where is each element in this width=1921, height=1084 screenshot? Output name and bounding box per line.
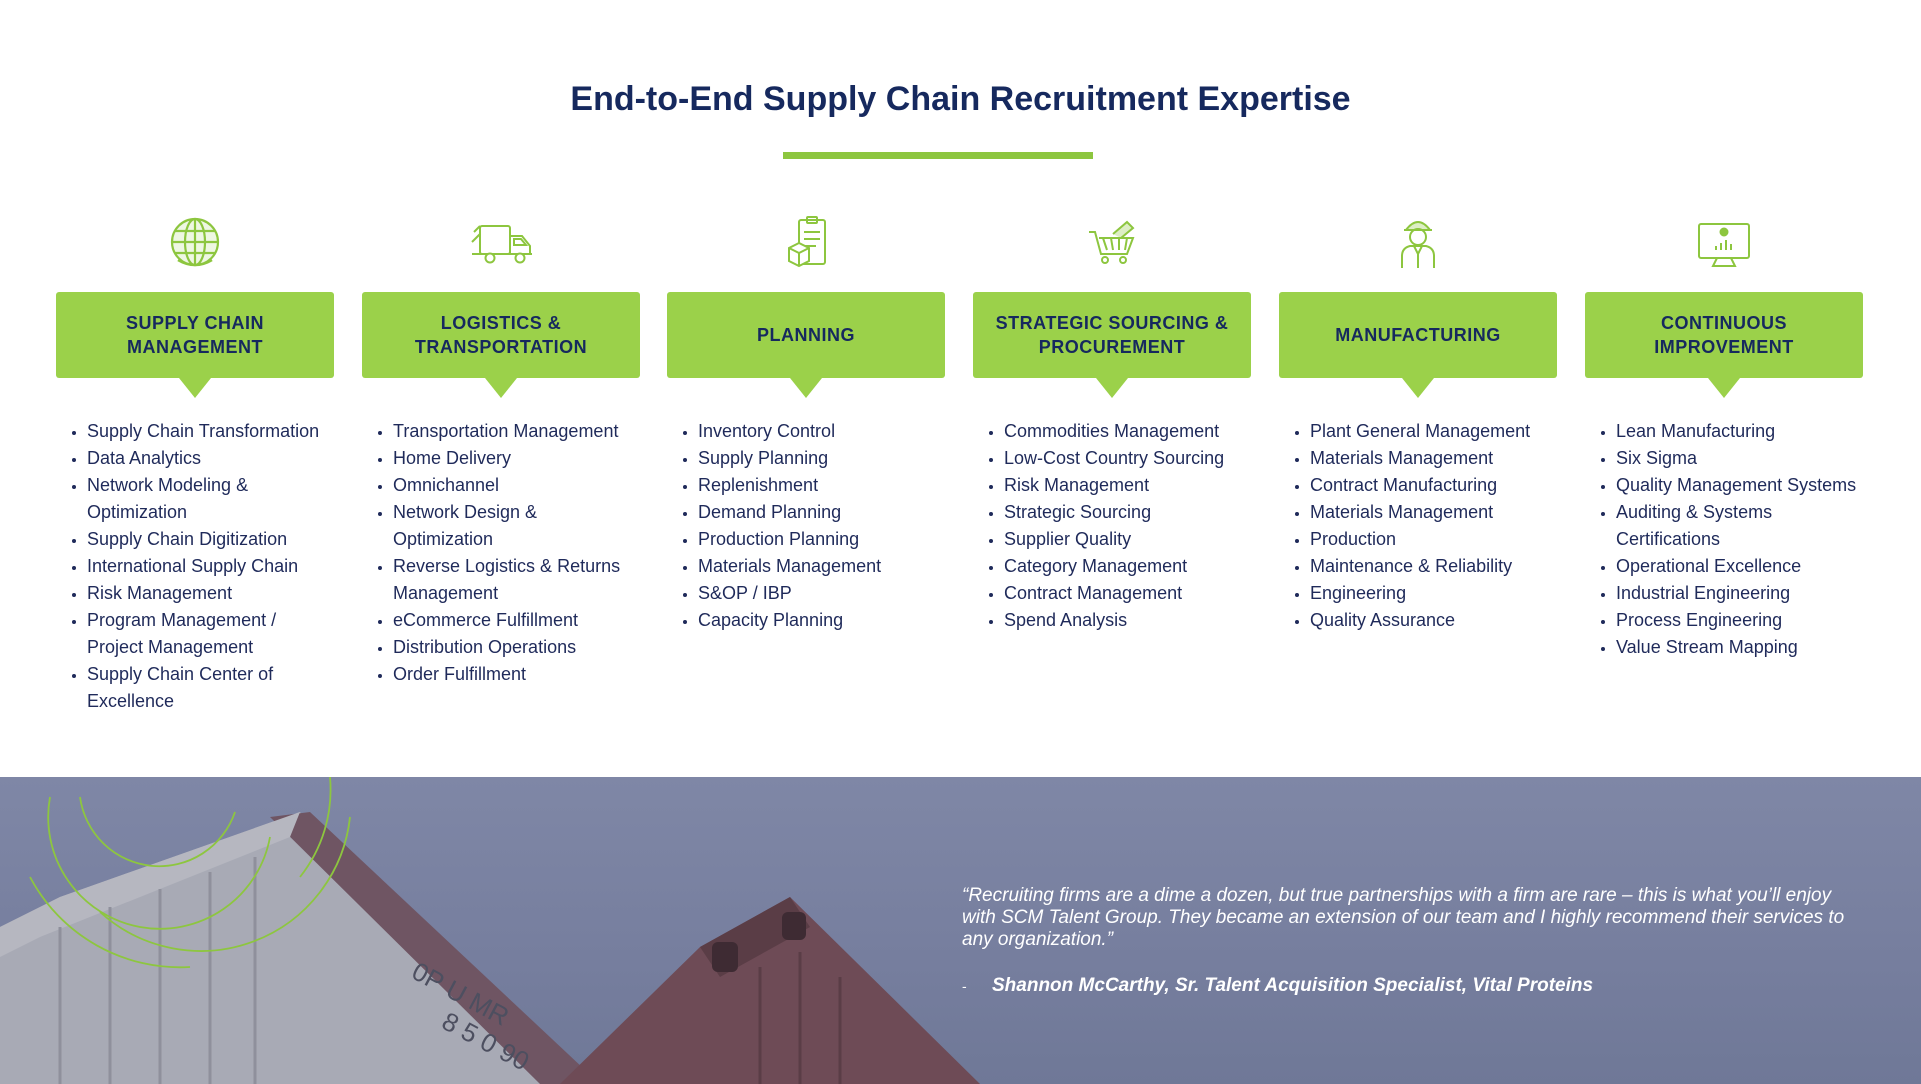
skill-list-manufacturing: Plant General Management Materials Manag… (1279, 418, 1557, 634)
expertise-column-manufacturing: MANUFACTURING Plant General Management M… (1279, 212, 1557, 634)
list-item: Plant General Management (1310, 418, 1557, 445)
list-item: Contract Manufacturing (1310, 472, 1557, 499)
list-item: Distribution Operations (393, 634, 640, 661)
author-dash: - (962, 978, 967, 994)
list-item: Value Stream Mapping (1616, 634, 1863, 661)
shopping-basket-icon (1077, 212, 1147, 272)
list-item: Production Planning (698, 526, 945, 553)
category-header-planning: PLANNING (667, 292, 945, 398)
title-underline (783, 152, 1093, 159)
list-item: Contract Management (1004, 580, 1251, 607)
list-item: Lean Manufacturing (1616, 418, 1863, 445)
list-item: Category Management (1004, 553, 1251, 580)
list-item: Quality Management Systems (1616, 472, 1863, 499)
list-item: Engineering (1310, 580, 1557, 607)
list-item: Home Delivery (393, 445, 640, 472)
list-item: Demand Planning (698, 499, 945, 526)
skill-list-logistics: Transportation Management Home Delivery … (362, 418, 640, 688)
expertise-column-improvement: CONTINUOUS IMPROVEMENT Lean Manufacturin… (1585, 212, 1863, 661)
list-item: Transportation Management (393, 418, 640, 445)
globe-icon (160, 212, 230, 272)
list-item: Quality Assurance (1310, 607, 1557, 634)
list-item: Risk Management (87, 580, 334, 607)
list-item: Replenishment (698, 472, 945, 499)
list-item: Spend Analysis (1004, 607, 1251, 634)
list-item: Production (1310, 526, 1557, 553)
list-item: Maintenance & Reliability (1310, 553, 1557, 580)
shipping-container-background-image: 0P U MR 8 5 0 90 (0, 777, 980, 1084)
list-item: Network Modeling & Optimization (87, 472, 334, 526)
list-item: Operational Excellence (1616, 553, 1863, 580)
list-item: Capacity Planning (698, 607, 945, 634)
list-item: Inventory Control (698, 418, 945, 445)
category-header-supply-chain: SUPPLY CHAIN MANAGEMENT (56, 292, 334, 398)
list-item: Order Fulfillment (393, 661, 640, 688)
skill-list-improvement: Lean Manufacturing Six Sigma Quality Man… (1585, 418, 1863, 661)
expertise-column-supply-chain: SUPPLY CHAIN MANAGEMENT Supply Chain Tra… (56, 212, 334, 715)
list-item: Supply Chain Digitization (87, 526, 334, 553)
author-name: Shannon McCarthy, Sr. Talent Acquisition… (992, 975, 1594, 996)
worker-icon (1383, 212, 1453, 272)
testimonial-author: - Shannon McCarthy, Sr. Talent Acquisitio… (962, 975, 1862, 997)
category-header-logistics: LOGISTICS & TRANSPORTATION (362, 292, 640, 398)
list-item: Strategic Sourcing (1004, 499, 1251, 526)
list-item: Supplier Quality (1004, 526, 1251, 553)
list-item: Risk Management (1004, 472, 1251, 499)
truck-icon (466, 212, 536, 272)
list-item: Supply Chain Center of Excellence (87, 661, 334, 715)
category-header-improvement: CONTINUOUS IMPROVEMENT (1585, 292, 1863, 398)
list-item: International Supply Chain (87, 553, 334, 580)
monitor-chart-icon (1689, 212, 1759, 272)
expertise-column-planning: PLANNING Inventory Control Supply Planni… (667, 212, 945, 634)
skill-list-planning: Inventory Control Supply Planning Replen… (667, 418, 945, 634)
skill-list-supply-chain: Supply Chain Transformation Data Analyti… (56, 418, 334, 715)
list-item: Program Management / Project Management (87, 607, 334, 661)
page-title: End-to-End Supply Chain Recruitment Expe… (570, 80, 1351, 118)
category-header-sourcing: STRATEGIC SOURCING & PROCUREMENT (973, 292, 1251, 398)
list-item: Industrial Engineering (1616, 580, 1863, 607)
list-item: Materials Management (1310, 499, 1557, 526)
list-item: Low-Cost Country Sourcing (1004, 445, 1251, 472)
expertise-column-logistics: LOGISTICS & TRANSPORTATION Transportatio… (362, 212, 640, 688)
testimonial-banner: 0P U MR 8 5 0 90 “Recruiting firms are a… (0, 777, 1921, 1084)
skill-list-sourcing: Commodities Management Low-Cost Country … (973, 418, 1251, 634)
list-item: S&OP / IBP (698, 580, 945, 607)
list-item: Supply Planning (698, 445, 945, 472)
list-item: Reverse Logistics & Returns Management (393, 553, 640, 607)
list-item: Data Analytics (87, 445, 334, 472)
list-item: Supply Chain Transformation (87, 418, 334, 445)
list-item: Six Sigma (1616, 445, 1863, 472)
list-item: Materials Management (1310, 445, 1557, 472)
list-item: Process Engineering (1616, 607, 1863, 634)
list-item: Commodities Management (1004, 418, 1251, 445)
category-header-manufacturing: MANUFACTURING (1279, 292, 1557, 398)
list-item: eCommerce Fulfillment (393, 607, 640, 634)
expertise-column-sourcing: STRATEGIC SOURCING & PROCUREMENT Commodi… (973, 212, 1251, 634)
clipboard-box-icon (771, 212, 841, 272)
list-item: Network Design & Optimization (393, 499, 640, 553)
list-item: Materials Management (698, 553, 945, 580)
list-item: Auditing & Systems Certifications (1616, 499, 1863, 553)
testimonial-quote: “Recruiting firms are a dime a dozen, bu… (962, 885, 1845, 950)
list-item: Omnichannel (393, 472, 640, 499)
